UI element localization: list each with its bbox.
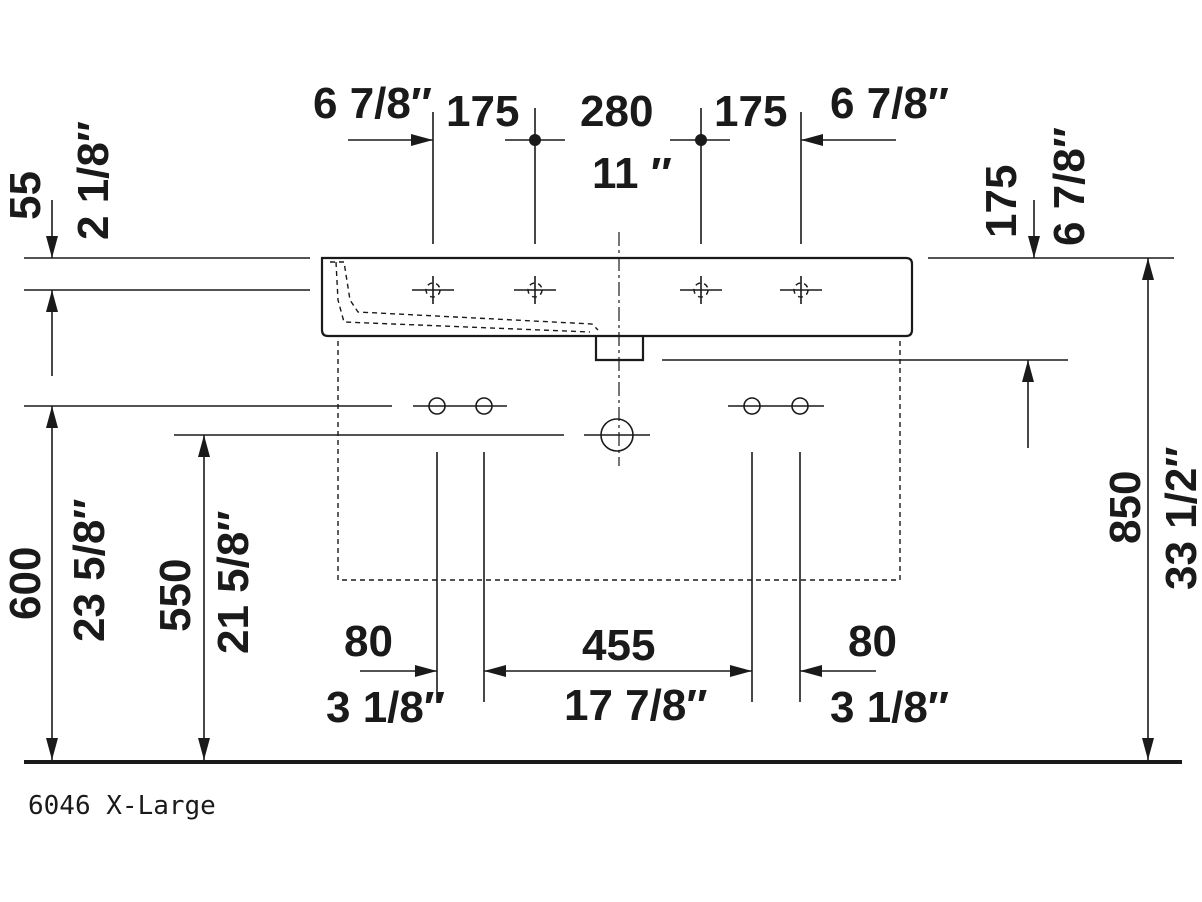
right-850-dimension <box>1142 258 1154 760</box>
dim-550-mm: 550 <box>151 559 200 632</box>
dim-top-center-inch: 11 ″ <box>592 149 672 198</box>
dim-bottom-center-mm: 455 <box>582 621 655 670</box>
right-top-dimension <box>662 200 1174 448</box>
left-top-dimension <box>24 200 310 376</box>
dim-bottom-left-inch: 3 1/8″ <box>326 683 445 732</box>
dim-top-left-inch: 6 7/8″ <box>313 79 432 128</box>
dim-600-mm: 600 <box>1 547 50 620</box>
bottom-dimension-lines <box>360 452 876 702</box>
dim-600-inch: 23 5/8″ <box>65 499 114 642</box>
dim-top-right-inch: 6 7/8″ <box>830 79 949 128</box>
dim-top-right-mm: 175 <box>714 87 787 136</box>
top-dimension-lines <box>348 108 896 244</box>
dim-bottom-center-inch: 17 7/8″ <box>564 681 707 730</box>
supply-3-icon <box>728 397 775 415</box>
dim-top-center-mm: 280 <box>580 87 653 136</box>
tap-hole-3-icon <box>680 276 722 304</box>
supply-connections <box>413 397 824 452</box>
supply-2-icon <box>461 397 507 415</box>
basin-outline <box>320 256 914 362</box>
tap-hole-marks <box>412 276 822 304</box>
dim-left-55-mm: 55 <box>1 171 50 220</box>
tap-hole-4-icon <box>780 276 822 304</box>
dim-850-inch: 33 1/2″ <box>1157 447 1202 590</box>
waste-outlet-icon <box>584 418 650 452</box>
tap-hole-1-icon <box>412 276 454 304</box>
dim-550-inch: 21 5/8″ <box>209 511 258 654</box>
dim-bottom-right-mm: 80 <box>848 617 897 666</box>
dim-right-175-inch: 6 7/8″ <box>1045 127 1094 246</box>
dim-bottom-right-inch: 3 1/8″ <box>830 683 949 732</box>
dim-top-left-mm: 175 <box>446 87 519 136</box>
model-label: 6046 X-Large <box>28 791 216 821</box>
dim-bottom-left-mm: 80 <box>344 617 393 666</box>
dim-left-55-inch: 2 1/8″ <box>69 121 118 240</box>
tap-hole-2-icon <box>514 276 556 304</box>
supply-1-icon <box>413 397 461 415</box>
left-600-dimension <box>24 405 392 760</box>
left-550-dimension <box>174 434 564 760</box>
dim-right-175-mm: 175 <box>977 165 1026 238</box>
dim-850-mm: 850 <box>1101 471 1150 544</box>
supply-4-icon <box>775 397 824 415</box>
